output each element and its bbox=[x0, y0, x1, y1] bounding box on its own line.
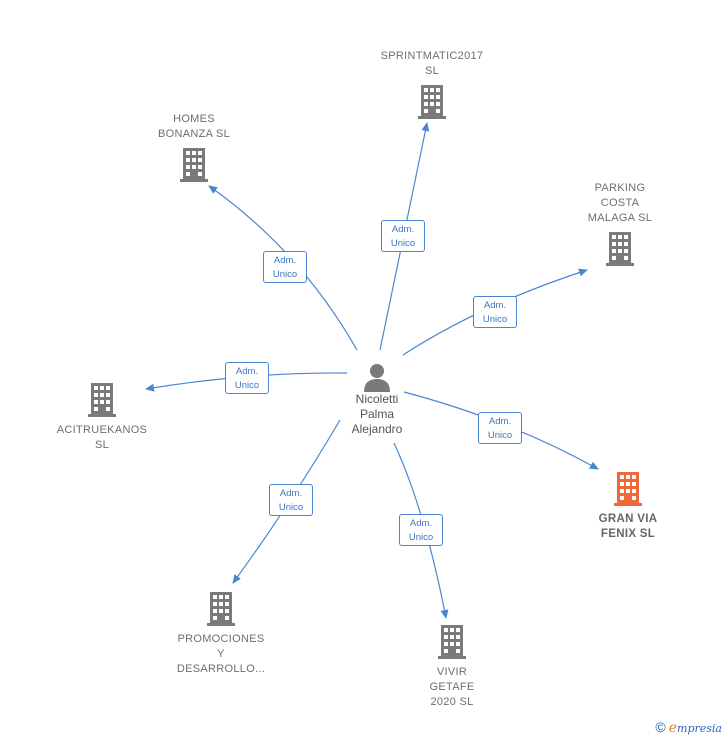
company-label-line: BONANZA SL bbox=[157, 128, 231, 140]
person-name-line: Palma bbox=[359, 407, 394, 421]
company-label: VIVIR GETAFE 2020 SL bbox=[402, 665, 502, 710]
person-name-line: Alejandro bbox=[351, 422, 403, 436]
copyright-footer[interactable]: ©empresia bbox=[655, 719, 722, 736]
company-label: ACITRUEKANOS SL bbox=[42, 423, 162, 453]
edge-label-line-1: Adm. bbox=[279, 488, 303, 499]
person-icon bbox=[364, 364, 390, 392]
edge-label-line-1: Adm. bbox=[235, 366, 259, 377]
edge-label-promociones[interactable]: Adm. Unico bbox=[269, 484, 313, 516]
company-node-sprintmatic[interactable]: SPRINTMATIC2017 SL bbox=[362, 49, 502, 119]
company-node-homes[interactable]: HOMES BONANZA SL bbox=[134, 112, 254, 182]
edge-label-sprintmatic[interactable]: Adm. Unico bbox=[381, 220, 425, 252]
edge-label-line-1: Adm. bbox=[409, 518, 433, 529]
edge-label-line-2: Unico bbox=[390, 238, 416, 249]
edge-label-line-2: Unico bbox=[408, 532, 434, 543]
person-node[interactable]: Nicoletti Palma Alejandro bbox=[335, 362, 419, 437]
company-label-line: PARKING bbox=[594, 182, 646, 194]
company-label-line: MALAGA SL bbox=[587, 212, 653, 224]
edge-label-line-1: Adm. bbox=[391, 224, 415, 235]
edge-label-vivir[interactable]: Adm. Unico bbox=[399, 514, 443, 546]
copyright-symbol: © bbox=[655, 719, 666, 735]
building-icon bbox=[180, 148, 208, 182]
company-label-line: GRAN VIA bbox=[598, 513, 658, 525]
company-label: PARKING COSTA MALAGA SL bbox=[565, 181, 675, 226]
edge-label-line-2: Unico bbox=[234, 380, 260, 391]
company-label: HOMES BONANZA SL bbox=[134, 112, 254, 142]
edge-label-line-1: Adm. bbox=[488, 416, 512, 427]
company-label-line: 2020 SL bbox=[430, 696, 474, 708]
edge-label-acitruekanos[interactable]: Adm. Unico bbox=[225, 362, 269, 394]
edge-label-parking[interactable]: Adm. Unico bbox=[473, 296, 517, 328]
building-icon bbox=[606, 232, 634, 266]
company-label: PROMOCIONES Y DESARROLLO... bbox=[161, 632, 281, 677]
building-icon bbox=[438, 625, 466, 659]
edge-label-line-2: Unico bbox=[278, 502, 304, 513]
edge-label-line-2: Unico bbox=[487, 430, 513, 441]
edge-label-granvia[interactable]: Adm. Unico bbox=[478, 412, 522, 444]
company-label-line: HOMES bbox=[173, 113, 215, 125]
company-node-parking[interactable]: PARKING COSTA MALAGA SL bbox=[565, 181, 675, 266]
company-label-line: ACITRUEKANOS bbox=[56, 424, 148, 436]
person-name-line: Nicoletti bbox=[355, 392, 399, 406]
building-icon bbox=[418, 85, 446, 119]
company-node-vivir[interactable]: VIVIR GETAFE 2020 SL bbox=[402, 625, 502, 710]
company-label: GRAN VIA FENIX SL bbox=[578, 512, 678, 542]
company-label-line: SPRINTMATIC2017 bbox=[380, 50, 484, 62]
building-icon bbox=[207, 592, 235, 626]
company-label-line: DESARROLLO... bbox=[176, 663, 266, 675]
brand-logo-text: mpresia bbox=[677, 722, 722, 735]
edge-label-line-2: Unico bbox=[482, 314, 508, 325]
company-label-line: COSTA bbox=[600, 197, 640, 209]
company-label-line: SL bbox=[424, 65, 440, 77]
edge-label-homes[interactable]: Adm. Unico bbox=[263, 251, 307, 283]
company-label-line: FENIX SL bbox=[600, 528, 656, 540]
company-label: SPRINTMATIC2017 SL bbox=[362, 49, 502, 79]
company-label-line: GETAFE bbox=[429, 681, 475, 693]
edge-label-line-1: Adm. bbox=[273, 255, 297, 266]
edge-label-line-1: Adm. bbox=[483, 300, 507, 311]
building-icon bbox=[614, 472, 642, 506]
brand-logo-e: e bbox=[668, 720, 678, 736]
edge-label-line-2: Unico bbox=[272, 269, 298, 280]
company-node-acitruekanos[interactable]: ACITRUEKANOS SL bbox=[42, 383, 162, 453]
company-label-line: SL bbox=[94, 439, 110, 451]
company-node-granvia[interactable]: GRAN VIA FENIX SL bbox=[578, 472, 678, 542]
person-name: Nicoletti Palma Alejandro bbox=[335, 392, 419, 437]
company-label-line: VIVIR bbox=[436, 666, 468, 678]
building-icon bbox=[88, 383, 116, 417]
company-node-promociones[interactable]: PROMOCIONES Y DESARROLLO... bbox=[161, 592, 281, 677]
company-label-line: Y bbox=[217, 648, 225, 660]
company-label-line: PROMOCIONES bbox=[177, 633, 265, 645]
